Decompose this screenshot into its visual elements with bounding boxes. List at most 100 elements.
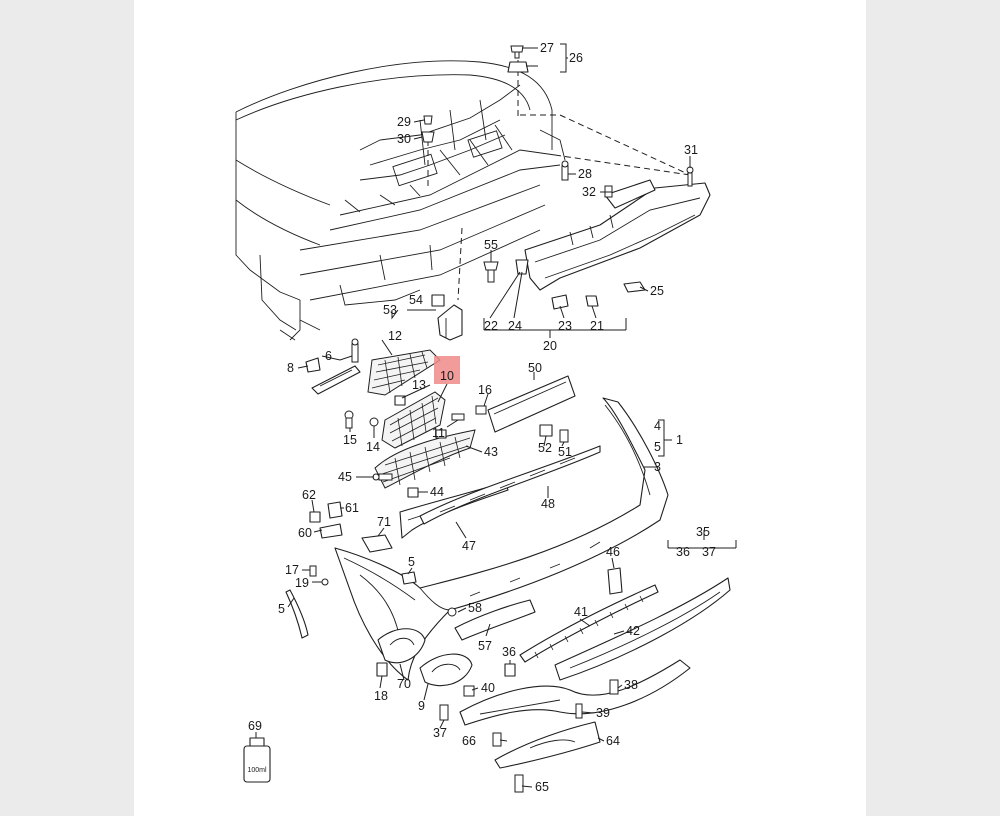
callout-38: 38 <box>624 678 638 692</box>
leader-lines <box>255 43 737 788</box>
callout-4: 4 <box>654 419 661 433</box>
bracket-25 <box>623 281 646 293</box>
callout-66: 66 <box>462 734 476 748</box>
bumper-carrier-20 <box>524 179 711 291</box>
grille-insert-14 <box>381 391 446 449</box>
callout-3: 3 <box>654 460 661 474</box>
callout-40: 40 <box>481 681 495 695</box>
callout-4b: 5 <box>408 555 415 569</box>
callout-55: 55 <box>484 238 498 252</box>
callout-23: 23 <box>558 319 572 333</box>
diffuser-lower <box>459 659 691 726</box>
bolt-6 <box>351 338 359 363</box>
callout-41: 41 <box>574 605 588 619</box>
bolt-40 <box>463 685 475 697</box>
callout-10: 10 <box>440 369 454 383</box>
clip-18 <box>376 662 388 677</box>
air-guide-57 <box>454 599 536 641</box>
clip-24 <box>515 259 529 275</box>
bolt-19 <box>321 578 329 586</box>
mount-bracket-53 <box>431 294 463 341</box>
callout-32: 32 <box>582 185 596 199</box>
callout-18: 18 <box>374 689 388 703</box>
callout-19: 19 <box>295 576 309 590</box>
dashed-reference-lines <box>427 60 691 301</box>
bolt-31 <box>686 166 694 187</box>
clip-44 <box>407 487 419 498</box>
strip-41 <box>519 584 659 663</box>
vehicle-body-outline <box>235 60 566 341</box>
bolt-37 <box>439 704 449 721</box>
bottle-69: 100ml <box>243 737 271 783</box>
callout-58: 58 <box>468 601 482 615</box>
clip-29-30 <box>421 115 435 143</box>
callout-71: 71 <box>377 515 391 529</box>
callout-11: 11 <box>432 426 445 440</box>
callout-10-highlight <box>434 356 460 384</box>
callout-5: 5 <box>654 440 661 454</box>
bolt-11 <box>435 413 465 439</box>
callout-37b: 37 <box>433 726 447 740</box>
bolt-58 <box>447 607 457 617</box>
callout-39: 39 <box>596 706 610 720</box>
callout-14: 14 <box>366 440 380 454</box>
callout-25: 25 <box>650 284 664 298</box>
callout-12: 12 <box>388 329 402 343</box>
radiator-grille-43 <box>374 429 476 489</box>
callout-8: 8 <box>287 361 294 375</box>
clip-8 <box>305 357 321 373</box>
clip-23 <box>551 294 569 310</box>
callout-30: 30 <box>397 132 411 146</box>
spoiler-42 <box>554 577 731 681</box>
callout-44: 44 <box>430 485 444 499</box>
bolt-66 <box>492 732 502 747</box>
callout-51: 51 <box>558 445 572 459</box>
clip-27 <box>507 45 529 73</box>
spacer-14 <box>369 417 379 427</box>
callout-35: 35 <box>696 525 710 539</box>
callout-52: 52 <box>538 441 552 455</box>
clips-60-62 <box>309 501 343 539</box>
callout-50: 50 <box>528 361 542 375</box>
trim-strip-48 <box>419 445 601 525</box>
callout-28: 28 <box>578 167 592 181</box>
callout-54: 54 <box>409 293 423 307</box>
clip-4 <box>401 571 417 585</box>
callout-13: 13 <box>412 378 426 392</box>
bolt-55 <box>483 261 499 283</box>
callout-62: 62 <box>302 488 316 502</box>
callout-60: 60 <box>298 526 312 540</box>
bolt-51 <box>559 429 569 443</box>
callout-48: 48 <box>541 497 555 511</box>
bracket-46 <box>607 567 623 595</box>
callout-36a: 36 <box>676 545 690 559</box>
bolt-17 <box>309 565 317 577</box>
callout-57: 57 <box>478 639 492 653</box>
callout-37a: 37 <box>702 545 716 559</box>
callout-26: 26 <box>569 51 583 65</box>
callout-labels: 27 26 29 30 28 32 31 25 55 22 24 23 21 2… <box>248 41 716 794</box>
bolt-39 <box>575 703 583 719</box>
callout-5b: 5 <box>278 602 285 616</box>
callout-31: 31 <box>684 143 698 157</box>
callout-22: 22 <box>484 319 498 333</box>
callout-1: 1 <box>676 433 683 447</box>
callout-6: 6 <box>325 349 332 363</box>
callout-53: 53 <box>383 303 397 317</box>
reflector-71 <box>361 534 393 553</box>
callout-64: 64 <box>606 734 620 748</box>
bolt-38 <box>609 679 619 695</box>
callout-43: 43 <box>484 445 498 459</box>
callout-47: 47 <box>462 539 476 553</box>
bolt-28 <box>561 160 569 181</box>
callout-65: 65 <box>535 780 549 794</box>
callout-69: 69 <box>248 719 262 733</box>
side-strip-5 <box>285 589 309 639</box>
bolt-45 <box>372 473 393 481</box>
callout-21: 21 <box>590 319 604 333</box>
bolt-15 <box>344 410 354 429</box>
callout-45: 45 <box>338 470 352 484</box>
clip-52 <box>539 424 553 437</box>
license-plate-bracket-50 <box>487 375 576 433</box>
